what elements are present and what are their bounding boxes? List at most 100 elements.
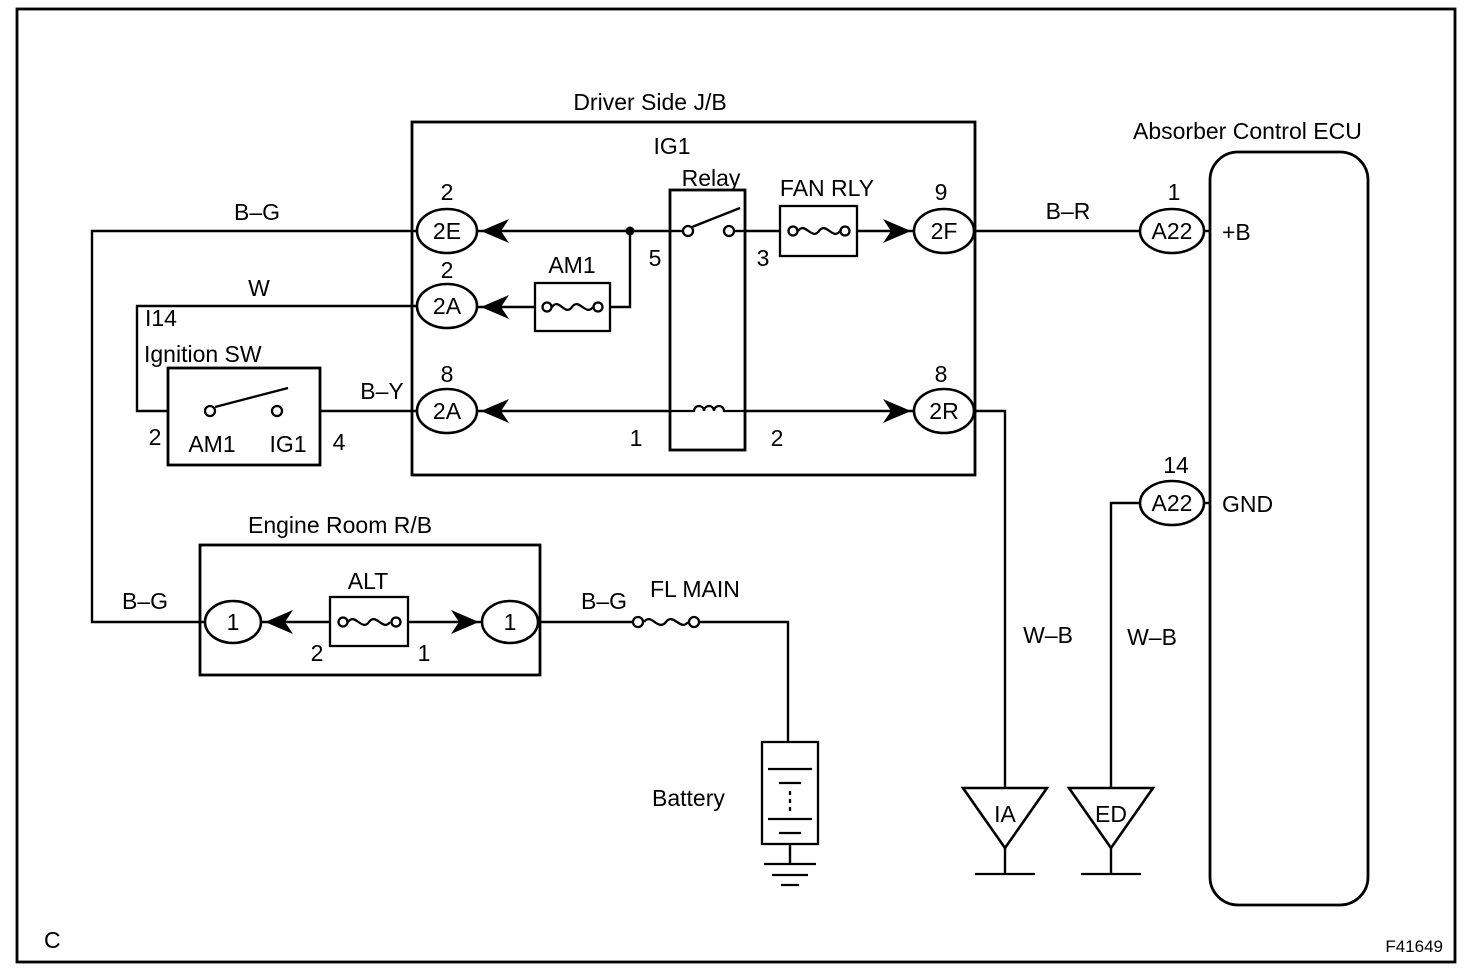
engine-room-rb-box — [198, 543, 542, 677]
relay-pin-2: 2 — [771, 425, 784, 451]
connector-arrow-2a-lower — [481, 399, 509, 423]
connector-arrow-er-left — [265, 610, 293, 634]
connector-arrow-2f — [883, 219, 911, 243]
connector-arrow-er-right — [451, 610, 479, 634]
connector-label-2f: 2F — [931, 218, 958, 244]
fanrly-fuse-terminal-left — [787, 225, 799, 237]
pin-number-2f: 9 — [935, 179, 948, 205]
ecu-connector-gnd: A22 — [1152, 490, 1193, 516]
absorber-ecu-box — [1208, 150, 1370, 907]
fanrly-fuse-terminal-right — [839, 225, 851, 237]
connector-oval-a22-plusb — [1138, 207, 1206, 255]
connector-oval-a22-gnd — [1138, 479, 1206, 527]
connector-label-2e: 2E — [433, 218, 461, 244]
alt-fuse-terminal-left — [337, 616, 349, 628]
connector-oval-2a-lower — [415, 387, 479, 435]
ground-triangle-ia — [960, 786, 1050, 851]
pin-number-2a-lower: 8 — [441, 361, 454, 387]
engine-room-title: Engine Room R/B — [248, 512, 432, 538]
alt-pin-2: 2 — [311, 640, 324, 666]
relay-switch-blade — [691, 206, 741, 229]
wire-label-by: B–Y — [360, 378, 403, 404]
ground-label-ia: IA — [994, 801, 1016, 827]
flmain-fuse-terminal-right — [687, 615, 701, 629]
ignition-contact-am1 — [203, 404, 217, 418]
ecu-plusb-label: +B — [1222, 219, 1251, 245]
connector-label-2a-lower: 2A — [433, 398, 462, 424]
wire-label-wb-left: W–B — [1023, 622, 1073, 648]
ignition-title: Ignition SW — [144, 341, 262, 367]
pin-number-2r: 8 — [935, 361, 948, 387]
connector-arrow-2e — [481, 219, 509, 243]
connector-oval-er-left — [203, 599, 263, 645]
corner-label: C — [44, 927, 61, 953]
wire-label-bg-top: B–G — [234, 199, 280, 225]
relay-contact-left — [681, 224, 695, 238]
am1-fuse-element — [551, 303, 594, 311]
wire-bg-2e-to-engine-room — [90, 229, 417, 624]
relay-contact-right — [722, 224, 736, 238]
relay-pin-1: 1 — [630, 425, 643, 451]
ecu-pin-plusb-number: 1 — [1168, 179, 1181, 205]
pin-number-2a-upper: 2 — [441, 257, 454, 283]
ground-label-ed: ED — [1095, 801, 1127, 827]
connector-label-2a-upper: 2A — [433, 293, 462, 319]
connector-label-2r: 2R — [929, 398, 958, 424]
ignition-terminal-am1: AM1 — [188, 431, 235, 457]
wire-wb-2r-to-ia — [974, 409, 1007, 788]
fl-main-label: FL MAIN — [650, 576, 740, 602]
am1-fuse-terminal-left — [541, 301, 553, 313]
alt-fuse-element — [347, 618, 391, 626]
fanrly-fuse-element — [797, 227, 841, 235]
connector-arrow-2r — [883, 399, 911, 423]
ignition-contact-ig1 — [270, 404, 284, 418]
driver-side-jb-box — [410, 120, 977, 477]
am1-fuse-label: AM1 — [548, 252, 595, 278]
relay-pin-3: 3 — [757, 245, 770, 271]
alt-fuse-box — [328, 595, 410, 648]
wire-w-2a-to-ignition — [135, 304, 417, 413]
relay-pin-5: 5 — [649, 245, 662, 271]
connector-arrow-2a-upper — [481, 295, 509, 319]
flmain-fuse-terminal-left — [631, 615, 645, 629]
ignition-sw-box — [166, 366, 322, 467]
connector-oval-2a-upper — [415, 282, 479, 330]
ignition-switch-blade — [214, 386, 289, 409]
wire-am1-branch — [610, 231, 632, 309]
am1-fuse-box — [533, 281, 612, 333]
fan-rly-label: FAN RLY — [780, 175, 874, 201]
ecu-title: Absorber Control ECU — [1133, 118, 1362, 144]
ecu-connector-plusb: A22 — [1152, 218, 1193, 244]
ignition-connector-id: I14 — [145, 305, 177, 331]
wire-label-wb-right: W–B — [1127, 624, 1177, 650]
ig1-relay-box — [668, 188, 747, 452]
pin-number-2e: 2 — [441, 179, 454, 205]
connector-oval-2e — [415, 207, 479, 255]
ignition-terminal-ig1: IG1 — [269, 431, 306, 457]
battery-label: Battery — [652, 785, 725, 811]
relay-label-line1: IG1 — [653, 133, 690, 159]
wire-wb-gnd-to-ed — [1109, 501, 1140, 788]
flmain-fuse-element — [643, 618, 689, 626]
wire-label-bg-mid: B–G — [581, 588, 627, 614]
connector-oval-2f — [912, 207, 976, 255]
relay-label-line2: Relay — [682, 165, 741, 191]
relay-coil-symbol — [670, 404, 745, 413]
page-border — [15, 7, 1457, 964]
wire-flmain-to-battery — [699, 620, 790, 742]
figure-id: F41649 — [1385, 937, 1443, 956]
er-conn-left-label: 1 — [227, 609, 240, 635]
jb-title: Driver Side J/B — [573, 89, 726, 115]
alt-pin-1: 1 — [418, 640, 431, 666]
ecu-gnd-label: GND — [1222, 491, 1273, 517]
junction-dot — [625, 226, 635, 236]
wire-label-w: W — [248, 275, 270, 301]
alt-fuse-label: ALT — [348, 568, 388, 594]
am1-fuse-terminal-right — [592, 301, 604, 313]
connector-oval-2r — [912, 387, 976, 435]
ignition-pin-2: 2 — [149, 424, 162, 450]
wire-label-bg-left: B–G — [122, 588, 168, 614]
wire-label-br: B–R — [1046, 198, 1091, 224]
ignition-pin-4: 4 — [333, 429, 346, 455]
